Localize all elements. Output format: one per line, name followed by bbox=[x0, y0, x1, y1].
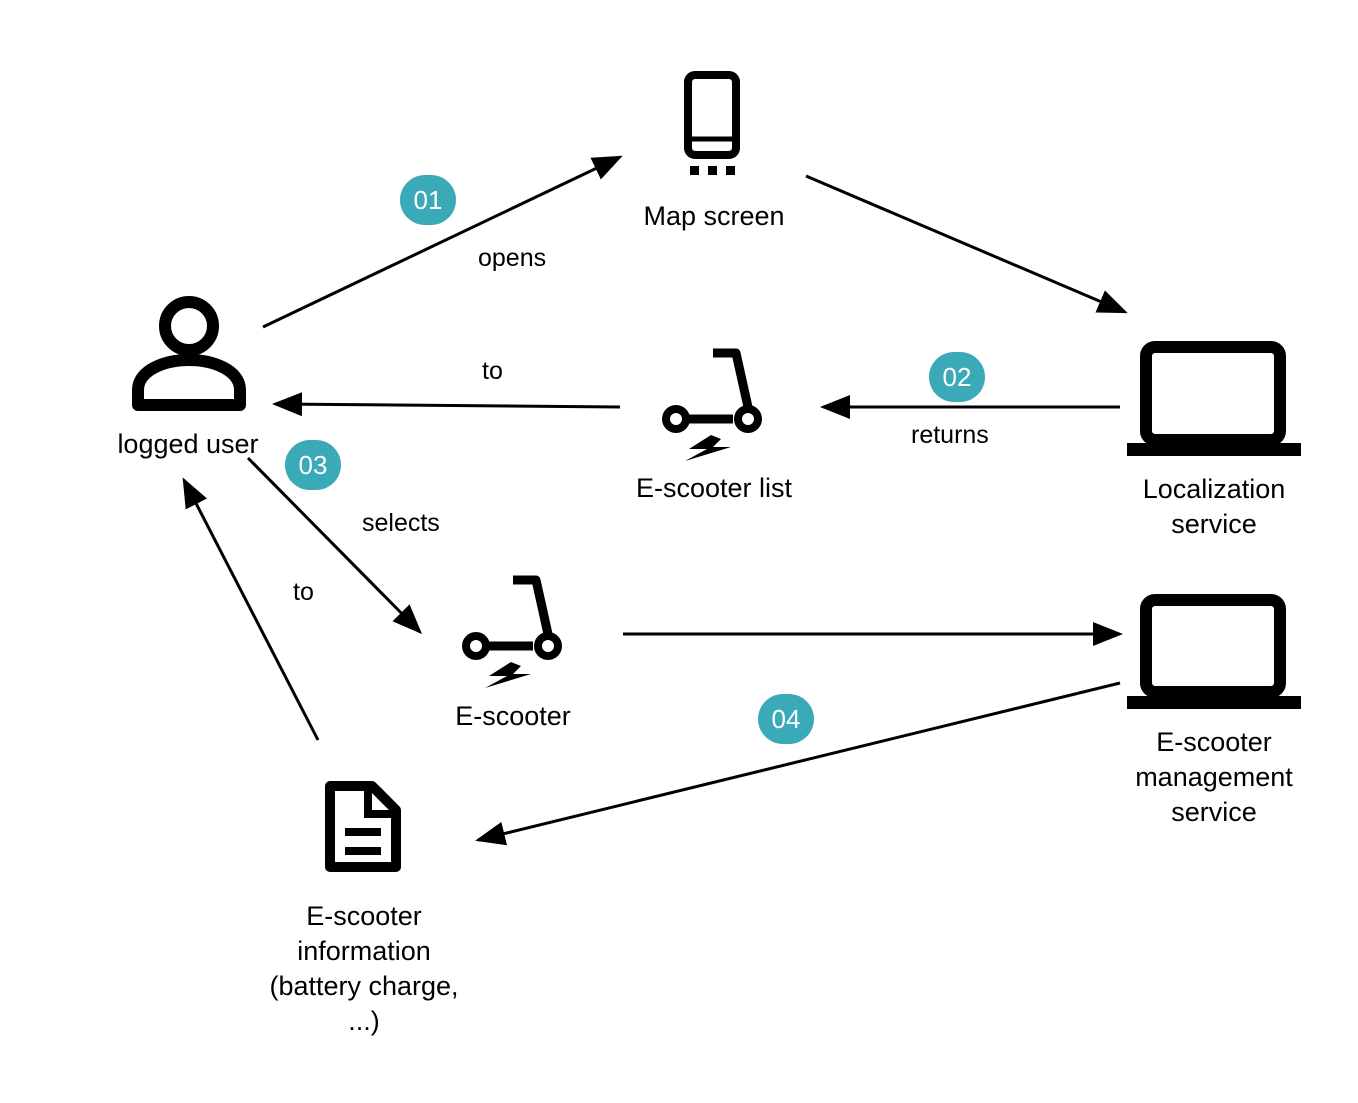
label-localization-line-1: Localization bbox=[1142, 474, 1286, 504]
label-escooter: E-scooter bbox=[455, 701, 571, 731]
edge-label-opens: opens bbox=[478, 244, 547, 272]
laptop-icon-management bbox=[1127, 594, 1301, 709]
edge-label-to-info: to bbox=[293, 578, 314, 606]
document-icon bbox=[325, 781, 401, 872]
step-badge-04: 04 bbox=[758, 694, 814, 744]
label-information-line-1: E-scooter bbox=[306, 901, 422, 931]
smartphone-icon bbox=[684, 71, 740, 175]
user-icon bbox=[132, 296, 246, 411]
edge-list-to-user bbox=[272, 392, 621, 417]
edge-map-to-localization bbox=[805, 174, 1128, 314]
label-information-line-4: ...) bbox=[348, 1006, 380, 1036]
label-escooter-list: E-scooter list bbox=[635, 473, 793, 503]
edge-label-selects: selects bbox=[362, 509, 440, 537]
edge-label-returns: returns bbox=[911, 421, 989, 449]
edge-information-to-user bbox=[182, 477, 320, 741]
label-management-line-1: E-scooter bbox=[1156, 727, 1272, 757]
step-badge-02: 02 bbox=[929, 352, 985, 402]
edge-label-to-list: to bbox=[482, 357, 503, 385]
label-management-service: E-scooter management service bbox=[1104, 725, 1324, 830]
label-management-line-3: service bbox=[1171, 797, 1257, 827]
label-management-line-2: management bbox=[1135, 762, 1293, 792]
edge-management-to-information bbox=[475, 681, 1121, 846]
step-badge-03: 03 bbox=[285, 440, 341, 490]
edge-user-to-map bbox=[262, 155, 623, 329]
label-localization-service: Localization service bbox=[1104, 472, 1324, 542]
label-localization-line-2: service bbox=[1171, 509, 1257, 539]
label-map-screen: Map screen bbox=[643, 201, 785, 231]
escooter-icon bbox=[462, 575, 562, 688]
edge-user-to-escooter bbox=[246, 456, 423, 635]
label-information-line-3: (battery charge, bbox=[269, 971, 459, 1001]
label-information-line-2: information bbox=[297, 936, 431, 966]
laptop-icon-localization bbox=[1127, 341, 1301, 456]
label-escooter-information: E-scooter information (battery charge, .… bbox=[244, 899, 484, 1039]
label-logged-user: logged user bbox=[117, 429, 259, 459]
escooter-list-icon bbox=[662, 348, 762, 461]
step-badge-01: 01 bbox=[400, 175, 456, 225]
